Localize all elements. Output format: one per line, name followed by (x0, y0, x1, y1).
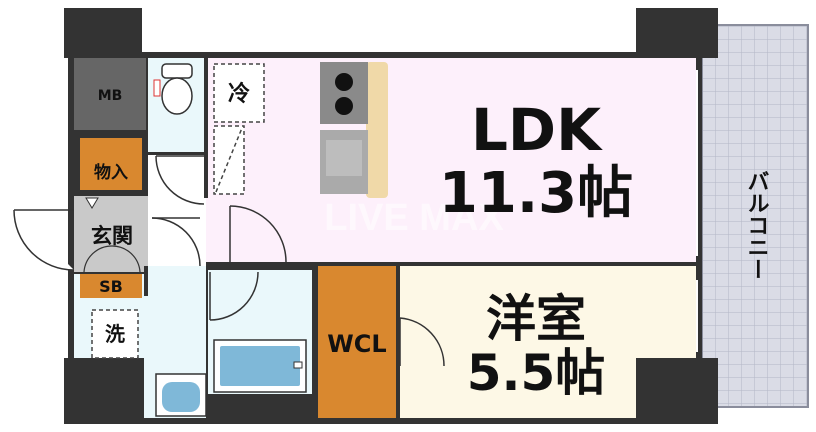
burner-1 (335, 73, 353, 91)
bathtub-basin (220, 346, 300, 386)
wcl-closet (318, 266, 396, 418)
toilet-door[interactable] (155, 155, 205, 205)
mb-label: MB (98, 88, 123, 104)
hall-door[interactable] (151, 217, 201, 267)
wall-ldk-bottom (312, 262, 700, 266)
fridge-space (213, 63, 265, 123)
toilet-tank (161, 63, 193, 79)
western-room-door[interactable] (399, 317, 445, 367)
toilet-bowl (161, 77, 193, 115)
pantry-space (213, 125, 245, 195)
wall-wcl-right (396, 266, 400, 418)
ldk-size-label: 11.3帖 (439, 161, 633, 226)
wall-wcl-left (312, 262, 318, 422)
bath-door[interactable] (209, 271, 259, 321)
pillar-top-left (64, 8, 142, 58)
wall-entry-divider (204, 58, 208, 198)
storage-closet (80, 138, 142, 190)
pillar-bottom-left (64, 358, 144, 424)
entrance-step-marker (85, 197, 99, 209)
wash-basin-bowl (162, 382, 200, 412)
shoe-box-label: SB (99, 277, 123, 296)
ldk-label: LDK (471, 96, 603, 164)
washer-space (91, 309, 139, 359)
watermark: LIVE MAX (324, 197, 504, 239)
wall-bath-top (206, 266, 312, 270)
storage-label: 物入 (94, 162, 128, 183)
kitchen-counter (366, 62, 388, 198)
fridge-label: 冷 (228, 81, 250, 107)
wcl-label: WCL (327, 330, 386, 358)
ldk-floor (206, 58, 696, 262)
entrance-label: 玄関 (91, 224, 133, 248)
balcony-label: バルコニー (744, 170, 769, 280)
toilet-remote (153, 79, 161, 97)
wall-toilet-bottom (148, 152, 204, 155)
pillar-top-right (636, 8, 718, 58)
pillar-bottom-right (636, 358, 718, 424)
washer-label: 洗 (105, 322, 125, 346)
burner-2 (335, 97, 353, 115)
mb-space (74, 58, 146, 130)
entrance-door[interactable] (13, 209, 75, 271)
balcony (701, 24, 809, 408)
western-room-label: 洋室 (486, 290, 586, 348)
ldk-door[interactable] (229, 205, 287, 263)
shoe-box (80, 274, 142, 298)
shoe-box-doors (83, 245, 141, 273)
pantry-diagonal (215, 127, 243, 193)
wall-wet-left (144, 266, 148, 296)
wall-bath-bottom (206, 394, 312, 398)
sink-basin (326, 140, 362, 176)
bathtub-tap (293, 361, 303, 369)
western-room-size-label: 5.5帖 (467, 344, 606, 402)
